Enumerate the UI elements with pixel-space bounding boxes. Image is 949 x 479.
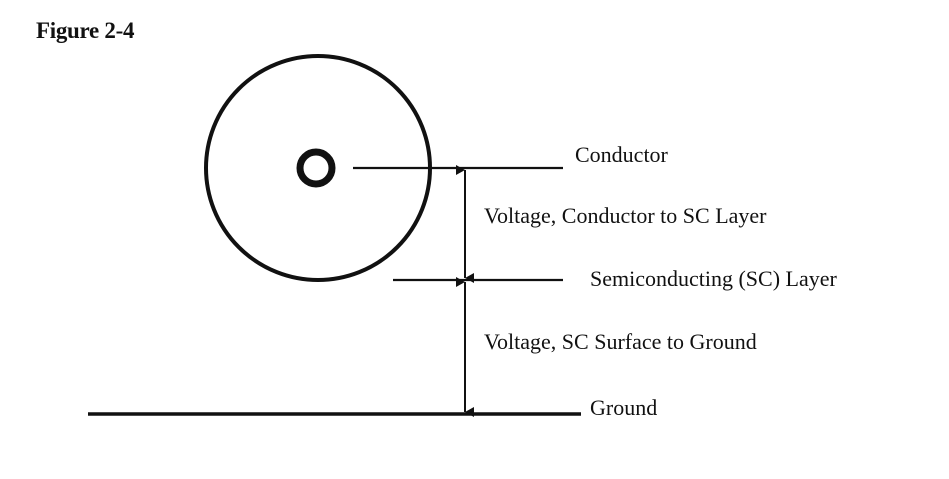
figure-title: Figure 2-4 (36, 18, 135, 43)
voltage-sc-to-ground-label: Voltage, SC Surface to Ground (484, 329, 757, 354)
ground-label: Ground (590, 395, 658, 420)
conductor-label: Conductor (575, 142, 668, 167)
semiconducting-layer-label: Semiconducting (SC) Layer (590, 266, 837, 291)
voltage-conductor-to-sc-label: Voltage, Conductor to SC Layer (484, 203, 767, 228)
conductor-ring (296, 148, 336, 188)
